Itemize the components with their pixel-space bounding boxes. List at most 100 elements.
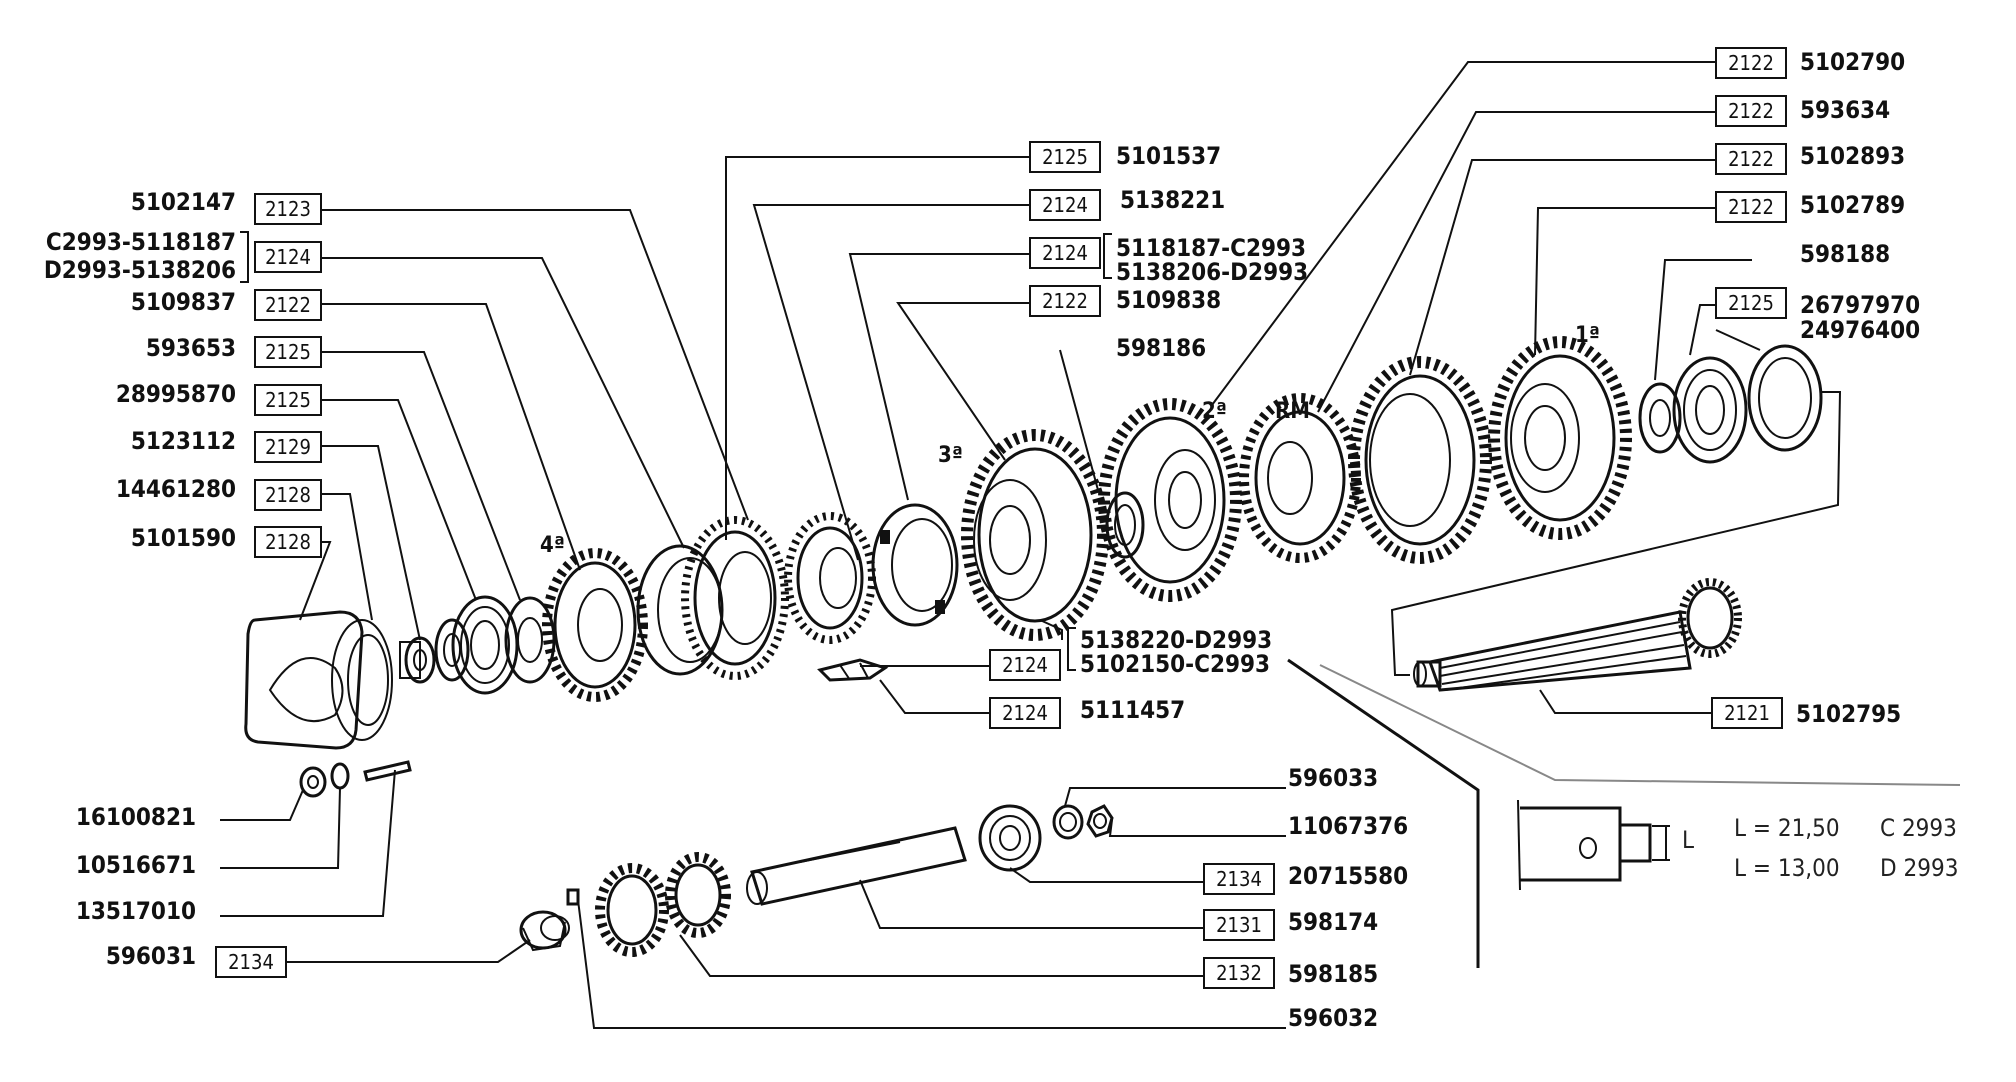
label-598188: 598188 xyxy=(1800,240,1890,268)
assembly-bracket xyxy=(1390,391,1842,676)
first-gear xyxy=(1488,336,1632,540)
mainshaft-nut xyxy=(399,636,436,684)
label-16100821: 16100821 xyxy=(76,803,196,831)
part-number: 5109837 xyxy=(131,288,236,316)
part-number: 26797970 xyxy=(1800,291,1920,319)
ref-box-text: 2122 xyxy=(1728,99,1774,123)
label-20715580: 2134 20715580 xyxy=(1203,862,1408,895)
stud xyxy=(363,760,412,782)
ref-box-text: 2125 xyxy=(1728,291,1774,315)
reverse-sleeve xyxy=(1348,356,1492,564)
synchro-hub-3-4 xyxy=(784,512,876,644)
ref-box-text: 2131 xyxy=(1216,913,1262,937)
ref-box-text: 2129 xyxy=(265,435,311,459)
part-number: 598188 xyxy=(1800,240,1890,268)
ref-box-text: 2124 xyxy=(1002,653,1048,677)
gear-marker-third: 3ª xyxy=(938,443,963,468)
ref-box-text: 2134 xyxy=(1216,867,1262,891)
part-number: 596033 xyxy=(1288,764,1378,792)
ref-box-text: 2132 xyxy=(1216,961,1262,985)
label-593634: 2122 593634 xyxy=(1715,95,1890,127)
ref-box-text: 2128 xyxy=(265,483,311,507)
part-number: 5111457 xyxy=(1080,696,1185,724)
label-26797970: 2125 26797970 xyxy=(1715,287,1920,319)
gear-marker-fourth: 4ª xyxy=(540,533,565,558)
part-number: 5102147 xyxy=(131,188,236,216)
label-5102789: 2122 5102789 xyxy=(1715,191,1905,223)
small-washer xyxy=(330,762,350,790)
ref-box-text: 2122 xyxy=(1728,147,1774,171)
third-gear xyxy=(961,429,1109,641)
part-number: 5102150-C2993 xyxy=(1080,650,1270,678)
label-5101537: 2125 5101537 xyxy=(1029,141,1221,173)
label-11067376: 11067376 xyxy=(1288,812,1408,840)
dimension-value-c2993: L = 21,50 xyxy=(1734,814,1840,842)
part-number: 593634 xyxy=(1800,96,1890,124)
ref-box-text: 2125 xyxy=(1042,145,1088,169)
dimension-model-c2993: C 2993 xyxy=(1880,814,1957,842)
end-cover xyxy=(244,610,393,750)
countershaft-bearing xyxy=(978,804,1042,872)
gear-marker-first: 1ª xyxy=(1575,323,1600,348)
dimension-model-d2993: D 2993 xyxy=(1880,854,1958,882)
label-5109837: 5109837 2122 xyxy=(131,288,322,321)
label-5102147: 5102147 2123 xyxy=(131,188,322,225)
part-number: 5138221 xyxy=(1120,186,1225,214)
pin xyxy=(566,888,580,906)
ref-box-text: 2124 xyxy=(1042,241,1088,265)
part-number: 596031 xyxy=(106,942,196,970)
part-number: 5138206-D2993 xyxy=(1116,258,1308,286)
synchro-ring-fourth xyxy=(636,544,724,676)
label-24976400: 24976400 xyxy=(1800,316,1920,344)
ref-box-text: 2122 xyxy=(1728,51,1774,75)
leader-lines xyxy=(220,61,1761,1029)
synchro-ring-third xyxy=(871,503,959,627)
part-number: 28995870 xyxy=(116,380,236,408)
front-bearing xyxy=(1672,356,1748,464)
gear-marker-reverse: RM xyxy=(1275,399,1310,424)
part-number: 596032 xyxy=(1288,1004,1378,1032)
ref-box-text: 2124 xyxy=(1042,193,1088,217)
part-number: C2993-5118187 xyxy=(46,228,236,256)
part-number: 5102795 xyxy=(1796,700,1901,728)
part-number: 11067376 xyxy=(1288,812,1408,840)
ref-box-text: 2122 xyxy=(265,293,311,317)
mainshaft xyxy=(1413,578,1742,692)
label-596031: 596031 2134 xyxy=(106,942,287,978)
part-number: D2993-5138206 xyxy=(44,256,236,284)
label-28995870: 28995870 2125 xyxy=(116,380,322,416)
ref-box-text: 2125 xyxy=(265,340,311,364)
synchro-sleeve-3-4 xyxy=(681,516,789,680)
part-number: 5101590 xyxy=(131,524,236,552)
part-number: 20715580 xyxy=(1288,862,1408,890)
small-nut xyxy=(299,766,327,798)
part-number: 5109838 xyxy=(1116,286,1221,314)
label-598185: 2132 598185 xyxy=(1203,957,1378,989)
part-number: 5102789 xyxy=(1800,191,1905,219)
label-5118187-C2993: 2124 5118187-C2993 5138206-D2993 xyxy=(1029,233,1308,286)
label-593653: 593653 2125 xyxy=(146,334,322,368)
part-number: 10516671 xyxy=(76,851,196,879)
label-5102790: 2122 5102790 xyxy=(1715,47,1905,79)
rear-bearing xyxy=(451,595,519,695)
part-number: 5118187-C2993 xyxy=(1116,234,1306,262)
thrust-washer xyxy=(1638,382,1682,454)
detail-pointer-2 xyxy=(1319,664,1961,786)
ref-box-text: 2128 xyxy=(265,530,311,554)
snap-ring xyxy=(1747,344,1823,452)
countershaft-washer xyxy=(1052,804,1084,840)
label-598174: 2131 598174 xyxy=(1203,908,1378,941)
label-5123112: 5123112 2129 xyxy=(131,427,322,463)
label-5111457: 2124 5111457 xyxy=(989,696,1185,729)
part-number: 598186 xyxy=(1116,334,1206,362)
part-number: 5102893 xyxy=(1800,142,1905,170)
label-5109838: 2122 5109838 xyxy=(1029,285,1221,317)
synchro-keys xyxy=(817,658,889,682)
fourth-gear xyxy=(542,548,648,702)
part-number: 593653 xyxy=(146,334,236,362)
part-number: 24976400 xyxy=(1800,316,1920,344)
label-14461280: 14461280 2128 xyxy=(116,475,322,511)
reverse-hub xyxy=(1239,393,1361,563)
label-C2993-5118187: C2993-5118187 D2993-5138206 2124 xyxy=(44,228,322,284)
